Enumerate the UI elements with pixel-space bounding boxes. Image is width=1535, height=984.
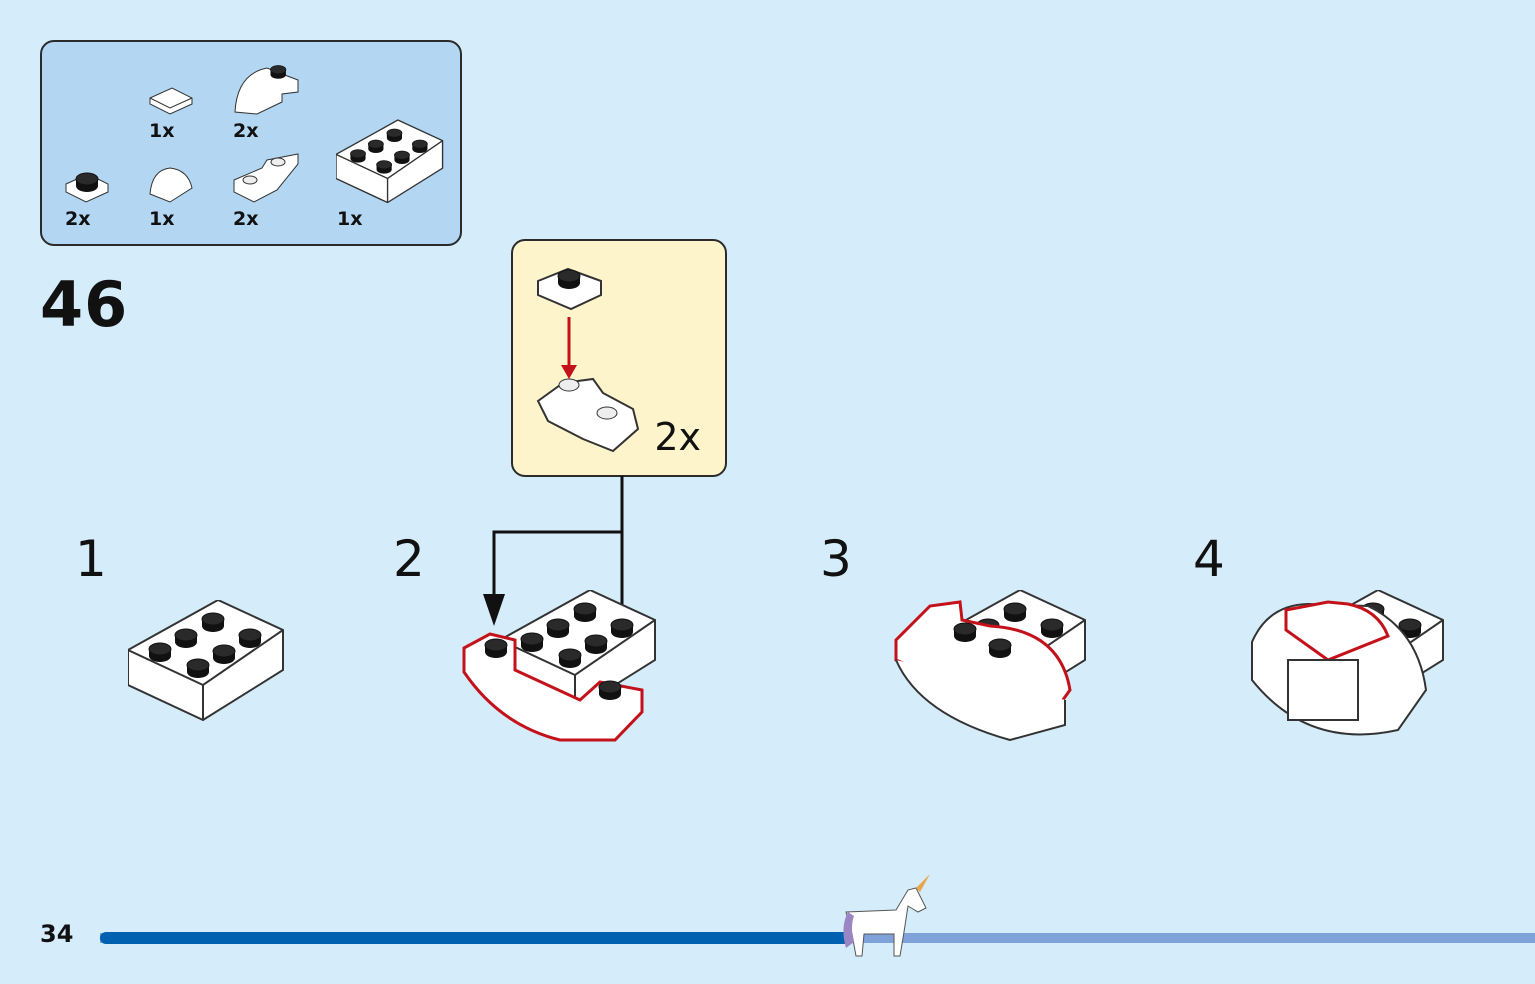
step4-model-diagram xyxy=(1251,590,1448,736)
sub-step-number: 2 xyxy=(393,530,425,588)
sub-assembly-qty: 2x xyxy=(654,415,701,459)
unicorn-icon xyxy=(843,874,930,957)
curved-slope-1x1-icon xyxy=(149,167,193,203)
sub-step-number: 4 xyxy=(1193,530,1225,588)
part-qty: 1x xyxy=(149,208,175,230)
step1-brick-diagram xyxy=(128,600,288,735)
sub-assembly-callout: 2x xyxy=(511,239,727,477)
plate-1x1-icon xyxy=(65,172,109,203)
part-qty: 2x xyxy=(65,208,91,230)
sub-step-number: 3 xyxy=(820,530,852,588)
page-number: 34 xyxy=(40,920,74,948)
part-qty: 1x xyxy=(337,208,363,230)
curved-slope-2x1-icon xyxy=(234,65,299,115)
progress-fill xyxy=(100,932,847,944)
sub-step-number: 1 xyxy=(75,530,107,588)
parts-list-panel: 1x 2x 2x 1x 2x 1x xyxy=(40,40,462,246)
brick-2x3-icon xyxy=(336,118,446,208)
part-qty: 2x xyxy=(233,208,259,230)
step2-model-diagram xyxy=(462,590,660,742)
arrow-head-icon xyxy=(483,594,505,626)
inverted-slope-plate-icon xyxy=(233,153,299,203)
part-qty: 2x xyxy=(233,120,259,142)
step3-model-diagram xyxy=(894,590,1090,742)
sub-assembly-diagram xyxy=(536,267,640,453)
step-number: 46 xyxy=(40,268,129,341)
part-qty: 1x xyxy=(149,120,175,142)
tile-1x1-icon xyxy=(149,87,193,115)
